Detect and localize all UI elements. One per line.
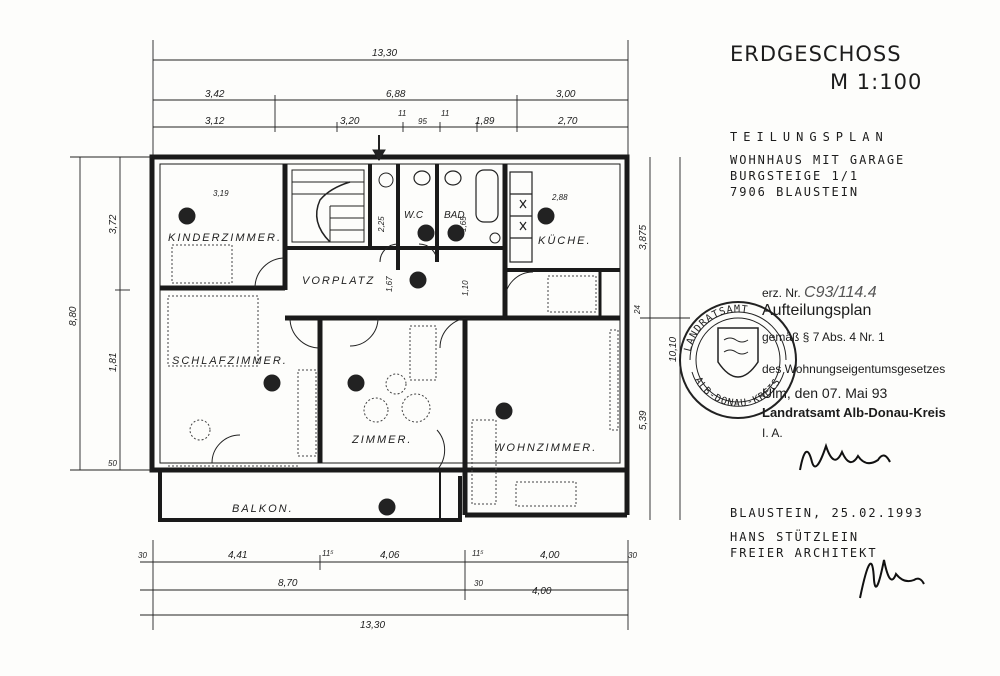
stamp-reference: gemäß § 7 Abs. 4 Nr. 1 [762,330,885,344]
architect-title: FREIER ARCHITEKT [730,546,878,560]
outlet-markers [178,172,555,516]
stamp-law: des Wohnungseigentumsgesetzes [762,362,946,376]
dim-int-3: 2,25 [377,216,386,233]
dim-int-5: 1,67 [385,276,394,292]
footer-place-date: BLAUSTEIN, 25.02.1993 [730,506,924,520]
dim-r2-2: 3,20 [340,116,360,127]
dim-b1-5: 11⁵ [472,549,484,558]
dim-r2-5: 2,70 [557,116,578,127]
bathroom-fixtures [413,169,533,263]
dim-b2-2: 30 [474,579,483,588]
room-labels: KINDERZIMMER. SCHLAFZIMMER. VORPLATZ W.C… [168,210,597,515]
dim-int-4: 1,65 [459,216,468,232]
official-signature [799,442,891,471]
dim-b1-4: 4,06 [380,550,400,561]
label-vorplatz: VORPLATZ [302,275,375,287]
dim-int-6: 1,10 [461,280,470,296]
label-zimmer: ZIMMER. [351,434,412,446]
dim-right-small: 24 [633,305,642,315]
label-balkon: BALKON. [232,503,294,515]
dimension-labels: 13,30 3,42 6,88 3,00 3,12 3,20 95 1,89 2… [68,48,679,631]
dim-left-1: 3,72 [108,214,119,234]
dim-b2-3: 4,00 [532,586,552,597]
stamp-erz-label: erz. Nr. [762,286,801,300]
label-bad: BAD [444,210,465,221]
dim-int-2: 2,88 [551,193,568,202]
label-wc: W.C [404,210,424,221]
dim-int-1: 3,19 [213,189,229,198]
street-address: BURGSTEIGE 1/1 [730,169,860,183]
dim-top-1: 3,42 [205,89,225,100]
walls [149,154,630,522]
dim-left-total: 8,80 [68,306,79,326]
dim-bottom-total: 13,30 [360,620,385,631]
plan-title: ERDGESCHOSS [730,42,902,66]
label-kinderzimmer: KINDERZIMMER. [168,232,282,244]
dim-b2-1: 8,70 [278,578,298,589]
architect-signature [859,559,925,599]
plan-type: TEILUNGSPLAN [730,130,889,144]
dim-b1-2: 4,41 [228,550,247,561]
dim-top-2: 6,88 [386,89,406,100]
city-address: 7906 BLAUSTEIN [730,185,860,199]
stamp-erz-value: C93/114.4 [804,284,877,301]
label-wohnzimmer: WOHNZIMMER. [494,442,597,454]
dim-top-3: 3,00 [556,89,576,100]
stamp-authority: Landratsamt Alb-Donau-Kreis [762,405,946,420]
dim-b1-1: 30 [138,551,147,560]
dim-b1-3: 11⁵ [322,549,334,558]
dim-r2-1: 3,12 [205,116,225,127]
dim-left-2: 1,81 [108,353,119,372]
dim-small-1: 11 [398,109,406,118]
dimension-lines [70,40,690,630]
staircase [291,169,365,243]
dim-small-2: 11 [441,109,449,118]
door-swings [211,135,534,471]
plan-scale: M 1:100 [830,70,923,94]
building-description: WOHNHAUS MIT GARAGE [730,153,906,167]
dim-left-small: 50 [108,459,117,468]
dim-top-total: 13,30 [372,48,397,59]
dim-b1-6: 4,00 [540,550,560,561]
dim-right-1: 3,875 [638,225,649,250]
label-kueche: KÜCHE. [538,235,592,247]
dim-r2-4: 1,89 [475,116,495,127]
dim-right-2: 5,39 [638,410,649,430]
stamp-heading: Aufteilungsplan [762,302,872,319]
architect-name: HANS STÜTZLEIN [730,530,860,544]
furniture [167,244,619,507]
dim-right-3: 10,10 [668,337,679,362]
stamp-erz-nr: erz. Nr. C93/114.4 [762,284,877,302]
dim-b1-7: 30 [628,551,637,560]
label-schlafzimmer: SCHLAFZIMMER. [172,355,288,367]
stamp-place-date: Ulm, den 07. Mai 93 [762,385,888,401]
signatures [799,442,925,599]
stamp-ia: I. A. [762,426,783,440]
dim-r2-3: 95 [418,117,427,126]
